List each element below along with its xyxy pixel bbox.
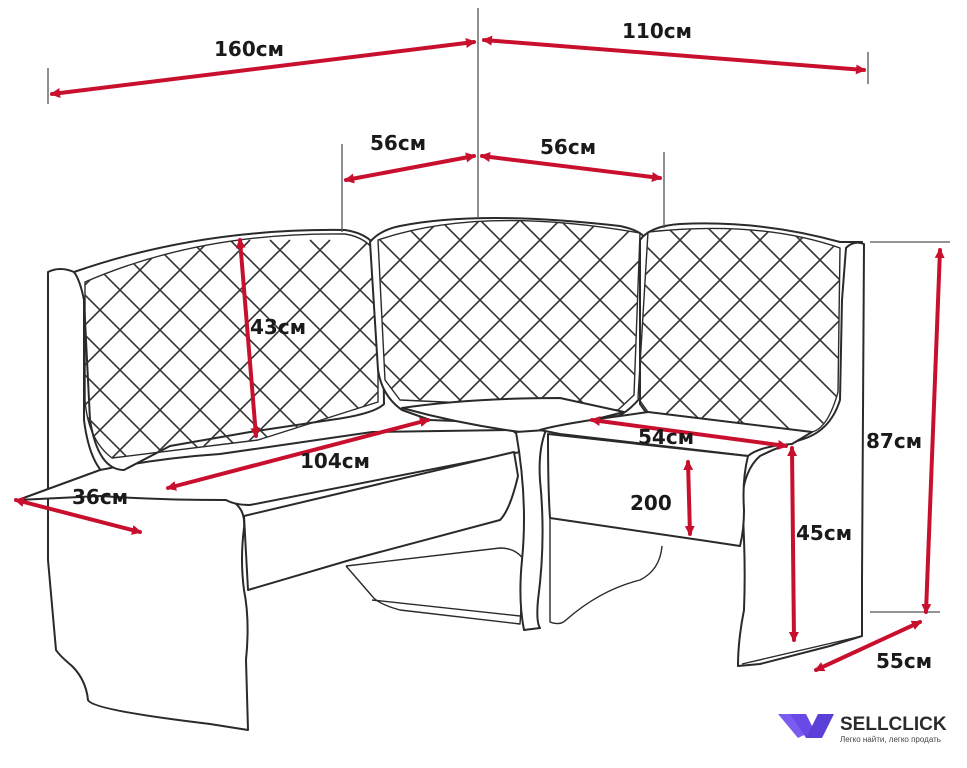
arrow-200 [683,460,695,536]
arrow-56cm-left [344,152,476,184]
arrow-87cm [921,248,945,614]
label-160cm: 160см [214,37,284,61]
label-104cm: 104см [300,449,370,473]
middle-backrest-frame [369,217,648,425]
label-56cm-left: 56см [370,131,426,155]
arrow-104cm [166,417,430,491]
label-87cm: 87см [866,429,922,453]
right-base-cutout [549,518,663,625]
label-43cm: 43см [250,315,306,339]
sellclick-watermark: SELLCLICK Легко найти, легко продать [778,714,947,744]
label-56cm-right: 56см [540,135,596,159]
arrow-56cm-right [480,152,662,182]
arrow-54cm [590,416,788,450]
left-seat-front [243,451,519,591]
label-45cm: 45см [796,521,852,545]
arrow-43cm [235,238,261,438]
sellclick-logo-icon [778,714,834,738]
corner-front-post [515,429,547,631]
label-55cm: 55см [876,649,932,673]
left-backrest-frame [73,228,385,471]
arrow-55cm [814,620,922,672]
arrow-160cm [50,38,476,98]
logo-brand: SELLCLICK [840,714,947,735]
drawer-edge [371,599,521,617]
right-seat-front [547,433,749,547]
dimension-arrows [14,35,945,672]
label-110cm: 110см [622,19,692,43]
drawer-box [345,547,525,625]
guide-lines [47,8,950,613]
arrow-110cm [482,35,866,75]
arrow-36cm [14,497,142,535]
label-54cm: 54см [638,425,694,449]
logo-tagline: Легко найти, легко продать [840,735,941,744]
label-200: 200 [630,491,672,515]
dimension-labels: 160см 110см 56см 56см 43см 104см 36см 54… [72,19,932,673]
arrow-45cm [787,446,799,642]
label-36cm: 36см [72,485,128,509]
middle-backrest-quilting [378,220,640,410]
sofa-line-art [17,217,865,731]
